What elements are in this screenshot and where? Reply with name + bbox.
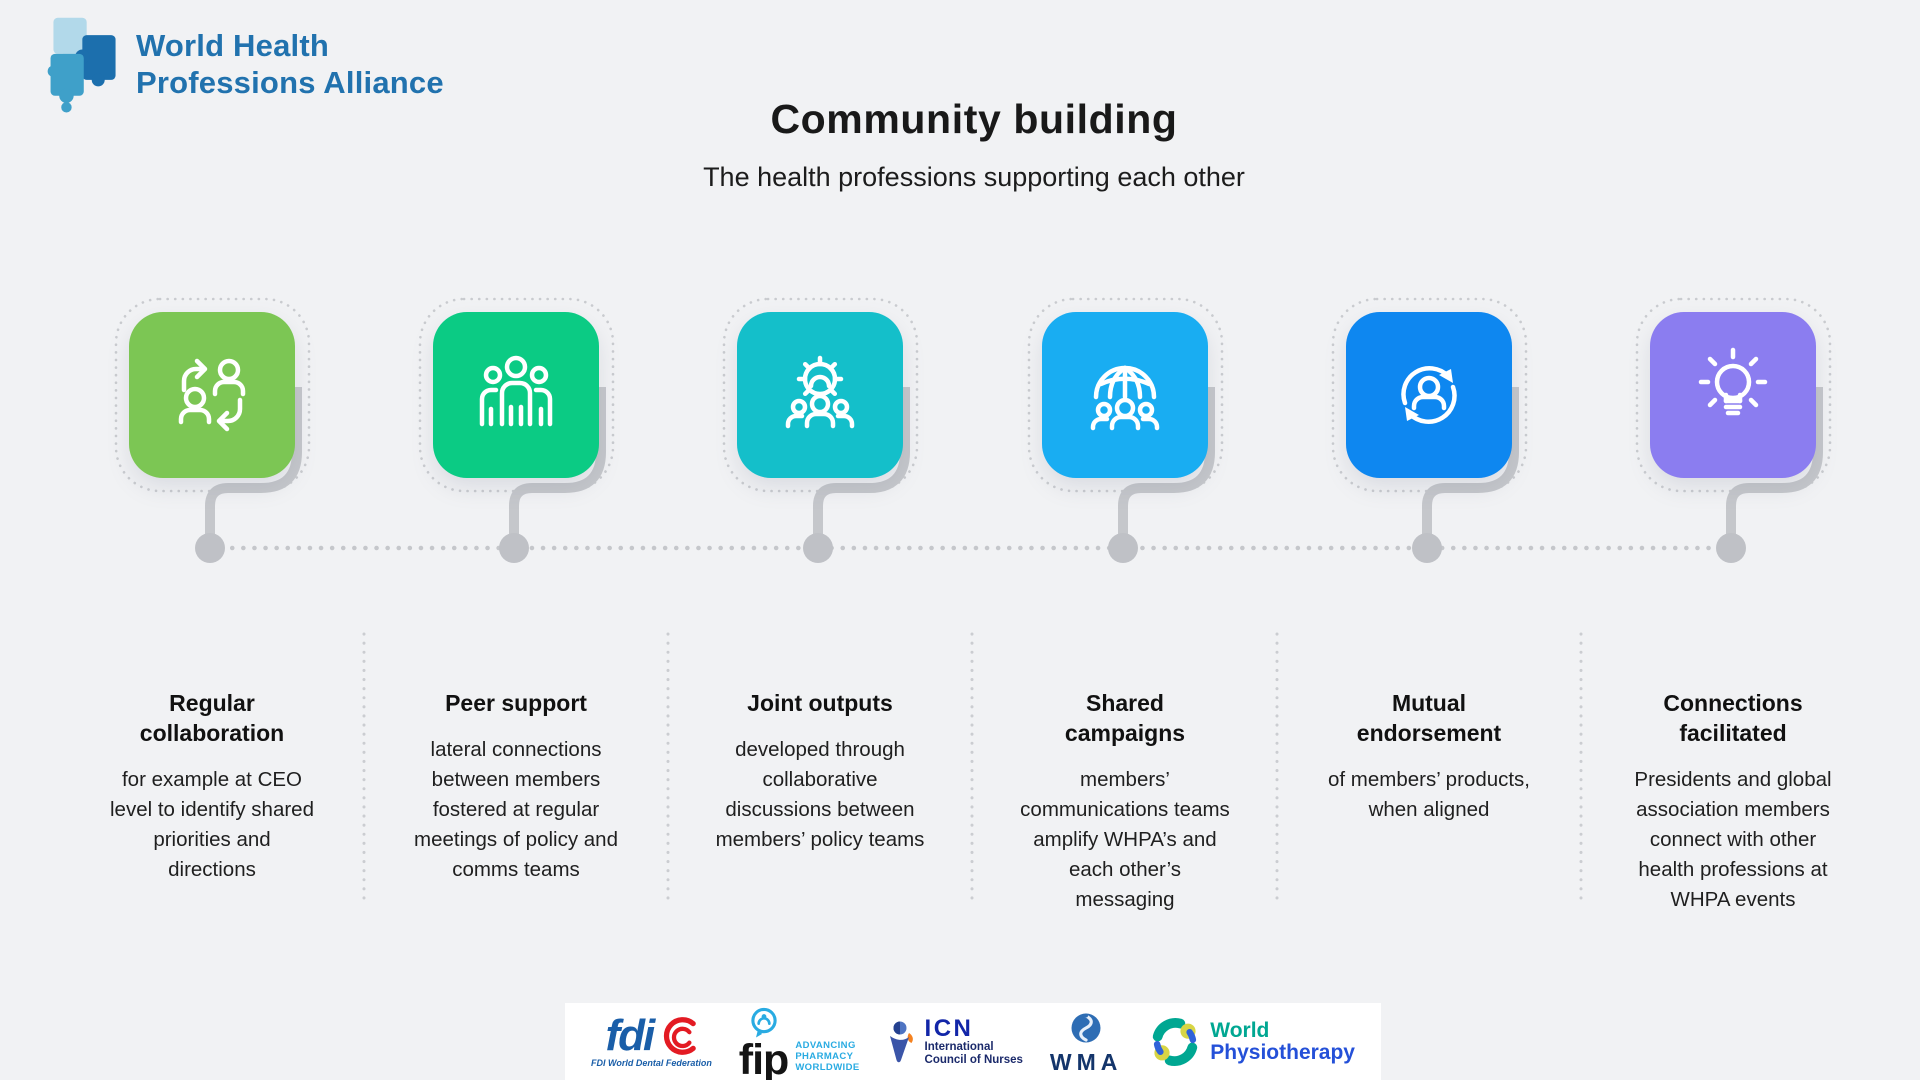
- column-title: Mutual endorsement: [1356, 690, 1502, 746]
- column-separators: [362, 632, 1583, 908]
- column-title: Shared campaigns: [1064, 690, 1186, 746]
- person-refresh-icon: [1401, 366, 1457, 424]
- column-body: developed through collaborative discussi…: [715, 738, 925, 851]
- wp-wordmark-line1: World: [1210, 1018, 1270, 1042]
- page-subtitle: The health professions supporting each o…: [703, 162, 1245, 192]
- column-regular-collaboration: Regular collaboration for example at CEO…: [107, 688, 317, 885]
- tile-dotted-outlines: [114, 297, 1832, 493]
- fdi-wordmark: fdi: [605, 1011, 656, 1060]
- fip-bubble-icon: [750, 1007, 777, 1037]
- fip-tagline-line2: PHARMACY: [795, 1050, 854, 1062]
- fdi-logo: fdi FDI World Dental Federation: [591, 1011, 712, 1069]
- lightbulb-icon: [1698, 347, 1768, 416]
- people-exchange-icon: [178, 358, 246, 432]
- tile-connections-facilitated: [1650, 312, 1816, 478]
- world-physiotherapy-icon: [1153, 1017, 1198, 1066]
- column-shared-campaigns: Shared campaigns members’ communications…: [1020, 688, 1230, 915]
- wma-logo: WMA: [1050, 1011, 1122, 1073]
- wma-globe-icon: [1071, 1013, 1101, 1042]
- page-title: Community building: [770, 96, 1178, 142]
- gear-people-icon: [785, 355, 855, 429]
- column-title: Joint outputs: [747, 690, 893, 716]
- icn-tagline-line2: Council of Nurses: [924, 1053, 1023, 1066]
- wp-wordmark-line2: Physiotherapy: [1210, 1040, 1355, 1064]
- column-joint-outputs: Joint outputs developed through collabor…: [715, 688, 925, 855]
- whpa-logo: World Health Professions Alliance: [34, 12, 444, 116]
- tile-mutual-endorsement: [1346, 312, 1512, 478]
- tile-joint-outputs: [737, 312, 903, 478]
- column-mutual-endorsement: Mutual endorsement of members’ products,…: [1324, 688, 1534, 825]
- column-connections-facilitated: Connections facilitated Presidents and g…: [1628, 688, 1838, 915]
- tile-peer-support: [433, 312, 599, 478]
- wma-wordmark: WMA: [1049, 1048, 1123, 1075]
- column-body: Presidents and global association member…: [1634, 768, 1832, 911]
- timeline-nodes: [195, 533, 1746, 563]
- fip-logo: fip ADVANCING PHARMACY WORLDWIDE: [738, 1007, 860, 1080]
- icn-wordmark: ICN: [924, 1014, 974, 1042]
- column-title: Connections facilitated: [1663, 690, 1803, 746]
- column-body: lateral connections between members fost…: [414, 738, 618, 881]
- footer-logo-bar: fdi FDI World Dental Federation fip A: [565, 1003, 1381, 1080]
- tile-connectors: [205, 387, 1823, 548]
- icn-tagline-line1: International: [924, 1040, 994, 1053]
- fdi-tagline: FDI World Dental Federation: [591, 1058, 712, 1068]
- whpa-logo-line2: Professions Alliance: [136, 65, 444, 100]
- column-title: Peer support: [445, 690, 587, 716]
- column-peer-support: Peer support lateral connections between…: [411, 688, 621, 885]
- puzzle-icon: [47, 17, 116, 113]
- fip-tagline-line1: ADVANCING: [795, 1039, 856, 1051]
- fdi-swoosh-icon: [664, 1017, 697, 1055]
- tile-shared-campaigns: [1042, 312, 1208, 478]
- people-group-icon: [479, 355, 553, 427]
- world-physiotherapy-logo: World Physiotherapy: [1149, 1016, 1355, 1068]
- whpa-logo-text: World Health Professions Alliance: [136, 27, 444, 101]
- column-body: for example at CEO level to identify sha…: [110, 768, 314, 881]
- column-body: members’ communications teams amplify WH…: [1020, 768, 1230, 911]
- fip-wordmark: fip: [738, 1035, 790, 1080]
- column-title: Regular collaboration: [139, 690, 285, 746]
- icn-nurse-icon: [889, 1021, 913, 1062]
- tile-regular-collaboration: [129, 312, 295, 478]
- whpa-logo-line1: World Health: [136, 28, 330, 63]
- icn-logo: ICN International Council of Nurses: [887, 1014, 1023, 1067]
- column-body: of members’ products, when aligned: [1327, 768, 1531, 821]
- fip-tagline-line3: WORLDWIDE: [795, 1061, 860, 1073]
- fip-tagline: ADVANCING PHARMACY WORLDWIDE: [795, 1040, 859, 1077]
- globe-people-icon: [1090, 365, 1160, 431]
